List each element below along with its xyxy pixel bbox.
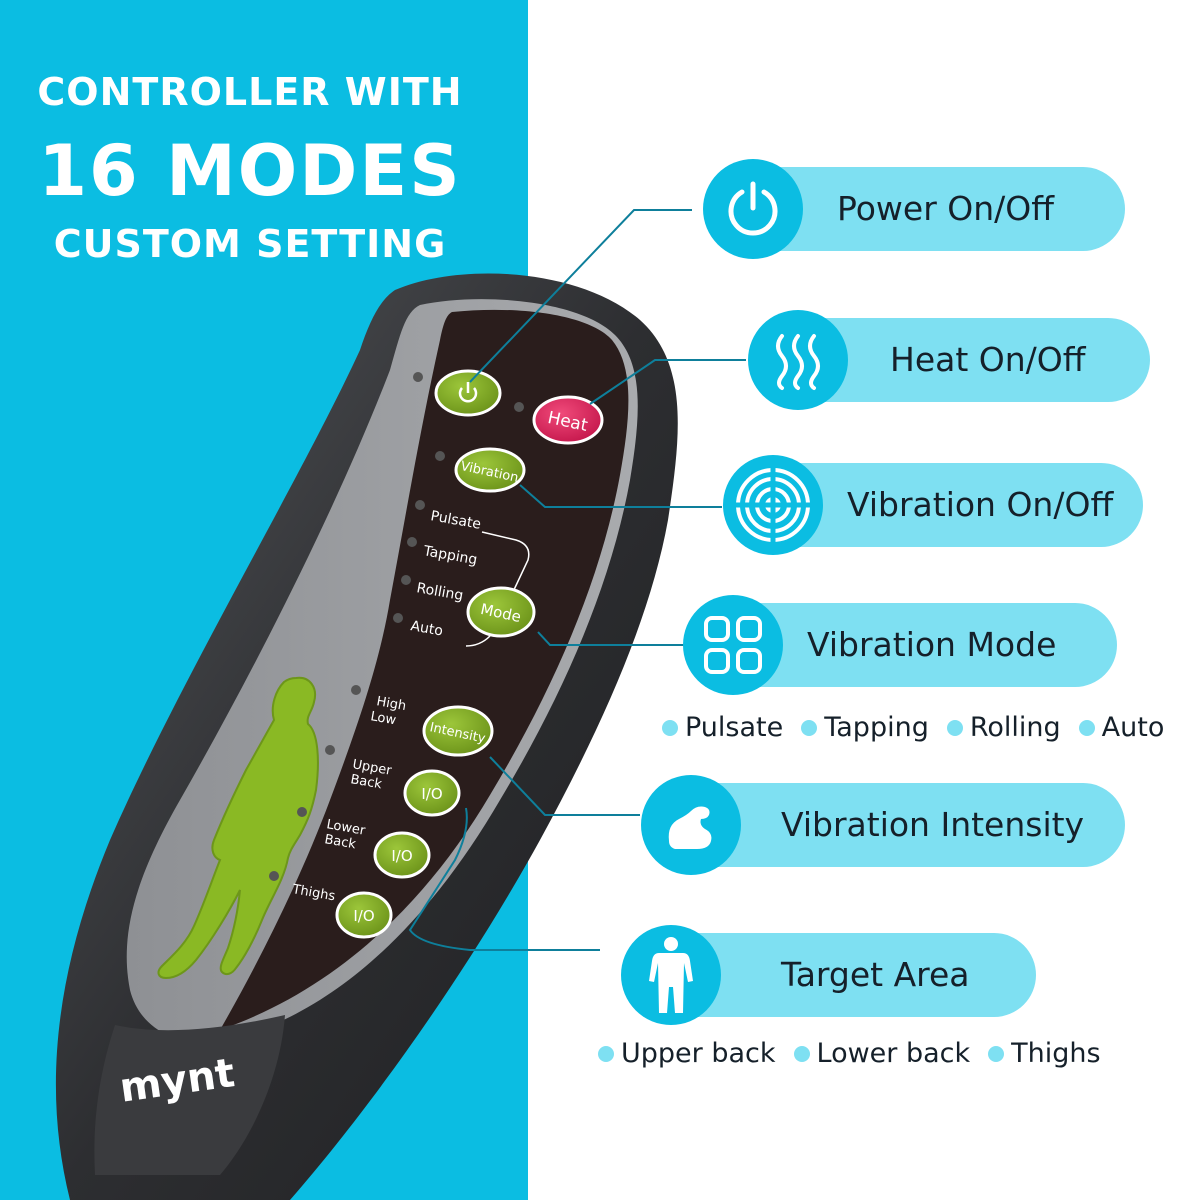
remote-upper-back-button: I/O (403, 769, 461, 817)
svg-text:Auto: Auto (409, 618, 444, 639)
feature-label: Vibration On/Off (847, 485, 1114, 524)
remote-bottom-cap (94, 1015, 285, 1175)
area-options: Upper back Lower back Thighs (598, 1038, 1101, 1069)
mode-option: Auto (1078, 712, 1164, 743)
area-option: Upper back (598, 1038, 776, 1069)
remote-heat-button: Heat (532, 395, 604, 445)
feature-vibration: Vibration On/Off (723, 455, 1143, 555)
feature-target-area: Target Area (621, 925, 1036, 1025)
svg-text:Back: Back (349, 772, 383, 792)
area-option: Lower back (793, 1038, 970, 1069)
headline-line-1: CONTROLLER WITH (37, 70, 463, 114)
heat-waves-icon (748, 310, 848, 410)
remote-power-button (434, 369, 502, 417)
feature-power: Power On/Off (703, 159, 1125, 259)
svg-text:Lower: Lower (325, 817, 367, 839)
mode-option: Rolling (946, 712, 1061, 743)
svg-text:Back: Back (323, 832, 357, 852)
power-icon (703, 159, 803, 259)
mode-option: Tapping (801, 712, 929, 743)
remote-intensity-button: Intensity (422, 705, 494, 757)
remote-lower-back-button: I/O (373, 831, 431, 879)
remote-mode-button: Mode (466, 586, 536, 638)
svg-text:I/O: I/O (421, 785, 442, 803)
remote-vibration-button: Vibration (454, 447, 526, 493)
remote-thighs-button: I/O (335, 891, 393, 939)
svg-text:High: High (375, 694, 407, 714)
feature-heat: Heat On/Off (748, 310, 1150, 410)
body-silhouette (157, 676, 319, 980)
svg-text:I/O: I/O (391, 847, 412, 865)
svg-text:I/O: I/O (353, 907, 374, 925)
feature-label: Vibration Intensity (781, 805, 1085, 844)
flexed-arm-icon (641, 775, 741, 875)
vibration-rings-icon (723, 455, 823, 555)
feature-label: Target Area (781, 955, 970, 994)
human-body-icon (621, 925, 721, 1025)
callout-lines (408, 209, 746, 951)
svg-text:Upper: Upper (351, 757, 393, 779)
feature-label: Vibration Mode (807, 625, 1057, 664)
area-option: Thighs (988, 1038, 1101, 1069)
feature-label: Power On/Off (837, 189, 1054, 228)
headline-line-3: CUSTOM SETTING (53, 222, 447, 266)
four-squares-icon (683, 595, 783, 695)
headline-line-2: 16 MODES (38, 130, 462, 212)
mode-option: Pulsate (662, 712, 783, 743)
feature-label: Heat On/Off (890, 340, 1086, 379)
feature-vibration-mode: Vibration Mode (683, 595, 1117, 695)
svg-text:Low: Low (369, 709, 397, 728)
feature-vibration-intensity: Vibration Intensity (641, 775, 1125, 875)
mode-options: Pulsate Tapping Rolling Auto (662, 712, 1164, 743)
